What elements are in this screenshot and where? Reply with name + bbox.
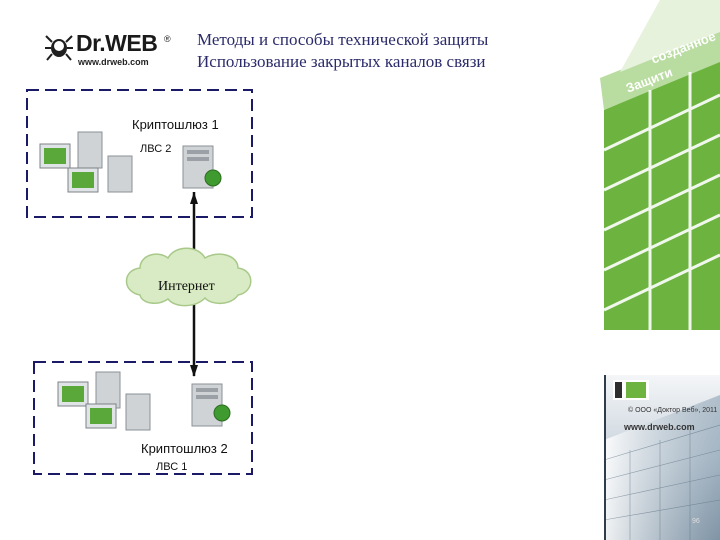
- logo-url: www.drweb.com: [78, 57, 149, 67]
- title-line-1: Методы и способы технической защиты: [197, 30, 489, 49]
- page-number: 96: [692, 518, 700, 525]
- workstations-icon-top: [39, 131, 133, 193]
- gateway-server-icon-top: [182, 145, 222, 189]
- gateway-server-icon-bottom: [191, 383, 231, 427]
- slide-title: Методы и способы технической защиты Испо…: [197, 29, 488, 73]
- internet-label: Интернет: [158, 279, 215, 294]
- logo-wordmark: Dr.WEB: [76, 30, 158, 56]
- lan-group-box-bottom: [33, 361, 253, 475]
- registered-mark: ®: [164, 34, 171, 44]
- green-wedge: [600, 0, 720, 370]
- workstations-icon-bottom: [57, 371, 151, 431]
- spider-logo-icon: [45, 35, 73, 61]
- title-line-2: Использование закрытых каналов связи: [197, 52, 486, 71]
- internet-cloud-icon: [125, 247, 252, 307]
- drweb-logo: Dr.WEB ® www.drweb.com: [44, 30, 184, 70]
- mini-logo-icon: [615, 382, 622, 398]
- building-image: [603, 375, 720, 540]
- copyright-text: © ООО «Доктор Веб», 2011: [628, 407, 718, 414]
- lan-group-box-top: [26, 89, 253, 218]
- gateway-label-bottom: Криптошлюз 2: [141, 441, 228, 456]
- lan-label-top: ЛВС 2: [140, 143, 172, 155]
- site-url: www.drweb.com: [624, 422, 695, 432]
- gateway-label-top: Криптошлюз 1: [132, 117, 219, 132]
- lan-label-bottom: ЛВС 1: [156, 461, 188, 473]
